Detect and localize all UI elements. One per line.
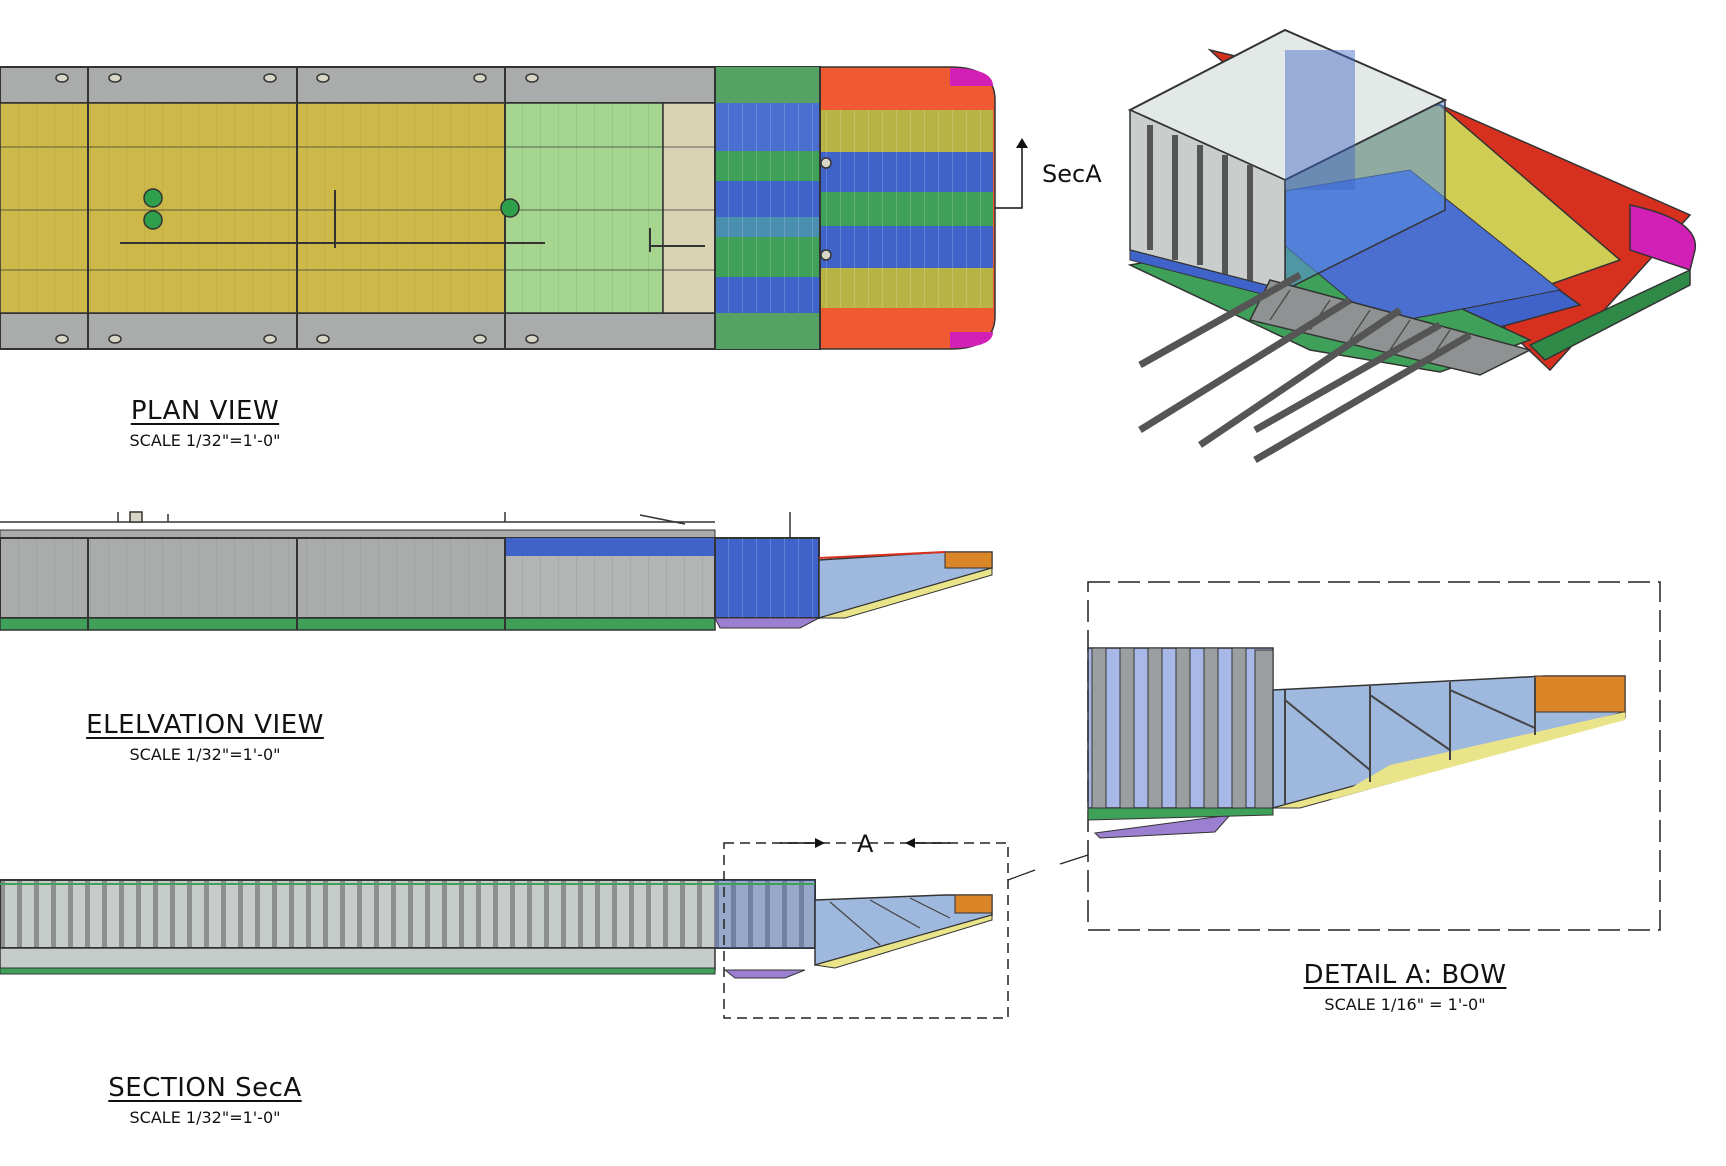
elevation-view-title: ELELVATION VIEW: [86, 710, 324, 740]
detail-a-title: DETAIL A: BOW: [1303, 960, 1507, 990]
isometric-view-drawing: [1127, 28, 1696, 464]
elevation-view-drawing: [0, 511, 993, 631]
plan-tan-compartment: [662, 102, 716, 314]
detail-a-marker-label: A: [857, 830, 874, 858]
detail-a-label: DETAIL A: BOW SCALE 1/16" = 1'-0": [1280, 962, 1530, 1013]
detail-a-scale: SCALE 1/16" = 1'-0": [1324, 995, 1486, 1014]
detail-a-callout-box: [723, 842, 1009, 1019]
plan-top-walkway: [0, 66, 821, 104]
plan-view-scale: SCALE 1/32"=1'-0": [129, 431, 281, 450]
plan-view-title: PLAN VIEW: [130, 396, 280, 426]
section-view-scale: SCALE 1/32"=1'-0": [129, 1108, 281, 1127]
elevation-view-scale: SCALE 1/32"=1'-0": [129, 745, 281, 764]
section-view-label: SECTION SecA SCALE 1/32"=1'-0": [90, 1075, 320, 1126]
plan-view-label: PLAN VIEW SCALE 1/32"=1'-0": [95, 398, 315, 449]
section-hull-frames: [0, 879, 816, 949]
seca-marker-label: SecA: [1042, 160, 1102, 188]
detail-a-drawing: [1087, 581, 1661, 931]
seca-cut-arrow: [995, 146, 1023, 209]
section-view-drawing: [0, 838, 1089, 1019]
elevation-view-label: ELELVATION VIEW SCALE 1/32"=1'-0": [70, 712, 340, 763]
section-view-title: SECTION SecA: [108, 1073, 302, 1103]
plan-bottom-walkway: [0, 312, 821, 350]
plan-view-drawing: [0, 66, 1028, 350]
